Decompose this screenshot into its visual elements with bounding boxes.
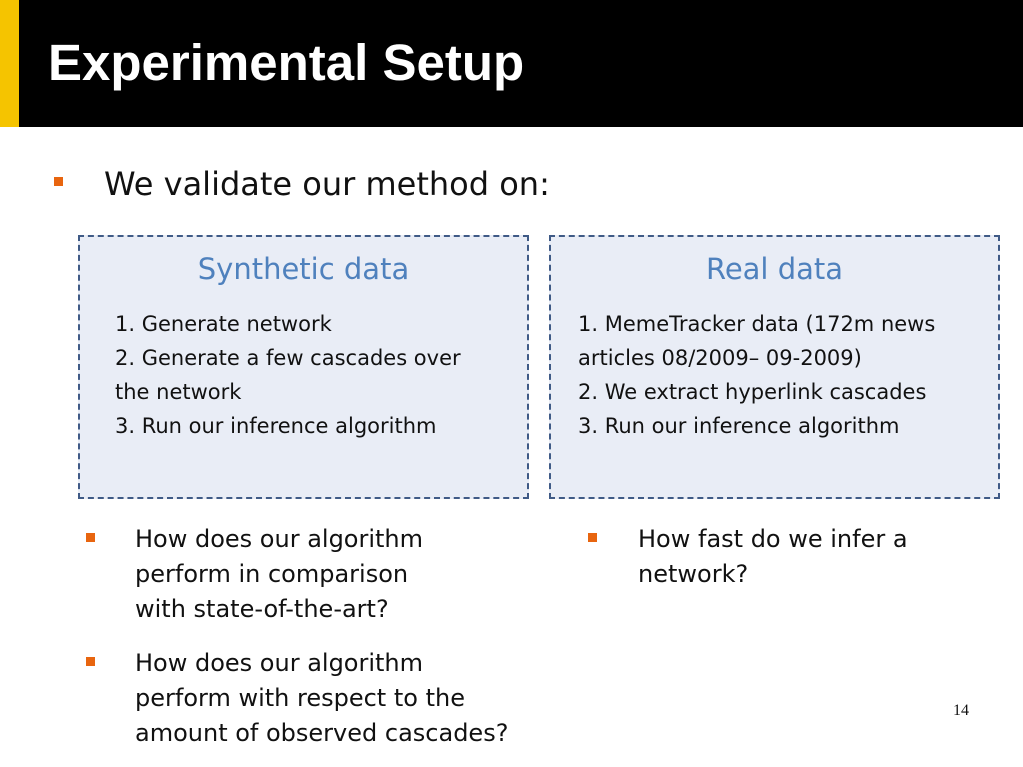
square-bullet-icon [588,533,597,542]
synthetic-step-line: 1. Generate network [115,312,332,336]
header-accent-bar [0,0,19,127]
synthetic-data-box: Synthetic data 1. Generate network 2. Ge… [78,235,529,499]
question-item-cascades: How does our algorithm perform with resp… [135,646,508,751]
synthetic-step-line: 2. Generate a few cascades over [115,346,461,370]
real-step-line: articles 08/2009– 09-2009) [578,346,862,370]
question-line: perform in comparison [135,560,409,588]
synthetic-step-line: the network [115,380,242,404]
question-item-comparison: How does our algorithm perform in compar… [135,522,423,627]
intro-text: We validate our method on: [104,165,550,203]
real-step-line: 1. MemeTracker data (172m news [578,312,936,336]
real-data-box: Real data 1. MemeTracker data (172m news… [549,235,1000,499]
question-line: How fast do we infer a [638,525,908,553]
real-step-line: 2. We extract hyperlink cascades [578,380,927,404]
question-line: with state-of-the-art? [135,595,389,623]
square-bullet-icon [86,533,95,542]
slide-header: Experimental Setup [0,0,1023,127]
synthetic-steps: 1. Generate network 2. Generate a few ca… [115,307,461,443]
question-line: How does our algorithm [135,649,424,677]
square-bullet-icon [54,177,63,186]
question-item-speed: How fast do we infer a network? [638,522,908,592]
synthetic-data-title: Synthetic data [197,252,410,286]
real-steps: 1. MemeTracker data (172m news articles … [578,307,935,443]
slide-title: Experimental Setup [48,34,525,91]
question-line: amount of observed cascades? [135,719,509,747]
question-line: network? [638,560,749,588]
real-step-line: 3. Run our inference algorithm [578,414,900,438]
synthetic-step-line: 3. Run our inference algorithm [115,414,437,438]
page-number: 14 [953,702,969,719]
question-line: How does our algorithm [135,525,424,553]
question-line: perform with respect to the [135,684,465,712]
real-data-title: Real data [705,252,844,286]
square-bullet-icon [86,657,95,666]
